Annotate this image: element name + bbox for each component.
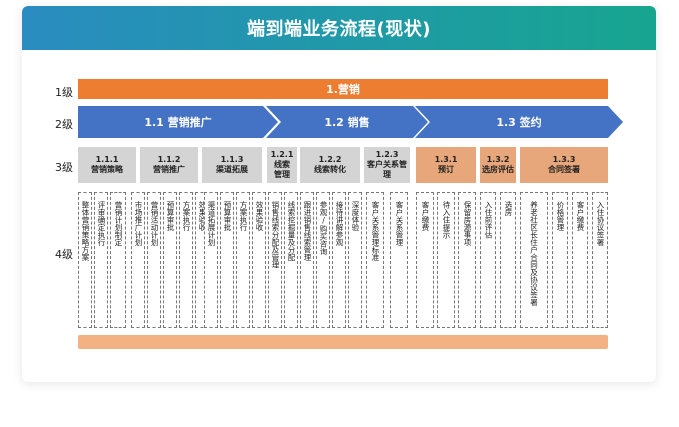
level4-item: 整体营销策略方案 <box>78 192 92 328</box>
level4-item: 深度体验 <box>348 192 362 328</box>
level3-box: 1.2.2 线索转化 <box>300 147 360 183</box>
level3-box: 1.1.2 营销推广 <box>140 147 198 183</box>
page-title: 端到端业务流程(现状) <box>247 19 431 40</box>
level4-item: 跟进销售线索管理 <box>300 192 314 328</box>
level4-item: 选房 <box>500 192 516 328</box>
level4-item: 营销计划制定 <box>110 192 126 328</box>
level3-box: 1.2.3 客户关系管 理 <box>364 147 410 183</box>
level4-item: 预算审批 <box>220 192 234 328</box>
level4-item: 评审确定执行 <box>94 192 108 328</box>
level3-box: 1.3.3 合同签署 <box>520 147 608 183</box>
level4-item: 入住前评估 <box>480 192 496 328</box>
level4-item: 价格管理 <box>552 192 568 328</box>
level-label-3: 3级 <box>55 161 73 174</box>
level4-item: 方案执行 <box>236 192 250 328</box>
level2-label: 1.3 签约 <box>496 116 542 129</box>
level-label-2: 2级 <box>55 118 73 131</box>
level3-box: 1.3.1 预订 <box>416 147 476 183</box>
level4-item: 保留房源事项 <box>458 192 476 328</box>
level3-box: 1.3.2 选房评估 <box>480 147 516 183</box>
level4-item: 接待讲解参观 <box>332 192 346 328</box>
level4-item: 客户关系管理标准 <box>366 192 384 328</box>
level2-arrow-signing: 1.3 签约 <box>415 106 623 138</box>
level4-item: 入住协议签署 <box>592 192 608 328</box>
level4-item: 客户关系管理 <box>390 192 408 328</box>
level4-item: 销售线索分配及管理 <box>268 192 282 328</box>
level4-item: 参观/购买咨询 <box>316 192 330 328</box>
level4-item: 效果验收 <box>252 192 266 328</box>
level3-box: 1.1.1 营销策略 <box>78 147 136 183</box>
level2-label: 1.2 销售 <box>324 116 370 129</box>
level4-item: 渠道拓展计划 <box>204 192 218 328</box>
header-banner: 端到端业务流程(现状) <box>22 6 656 50</box>
level3-box: 1.1.3 渠道拓展 <box>202 147 262 183</box>
level4-item: 客户缴费 <box>572 192 588 328</box>
level4-item: 方案执行 <box>179 192 193 328</box>
level4-item: 市场推广计划 <box>131 192 145 328</box>
level4-item: 营销活动计划 <box>147 192 161 328</box>
level-label-4: 4级 <box>55 248 73 261</box>
level2-arrow-marketing: 1.1 营销推广 <box>78 106 278 138</box>
level4-item: 养老社区长住户合同及协议签署 <box>520 192 548 328</box>
level4-item: 待入住提示 <box>437 192 455 328</box>
level4-item: 线索挖掘量及分配 <box>284 192 298 328</box>
level1-bar: 1.营销 <box>78 79 608 99</box>
level3-box: 1.2.1 线索 管理 <box>267 147 297 183</box>
level1-label: 1.营销 <box>326 83 360 96</box>
level-label-1: 1级 <box>55 86 73 99</box>
level2-label: 1.1 营销推广 <box>144 116 212 129</box>
bottom-bar <box>78 335 608 349</box>
level2-arrow-sales: 1.2 销售 <box>266 106 428 138</box>
level4-item: 客户缴费 <box>416 192 434 328</box>
level4-item: 预算审批 <box>163 192 177 328</box>
